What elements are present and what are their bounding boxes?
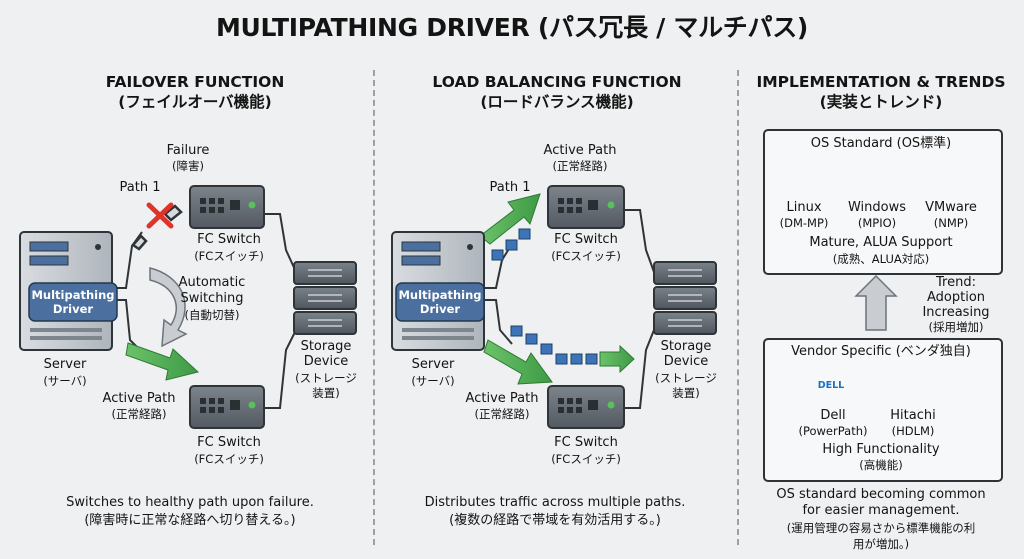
- fc-switch-label-ja: (FCスイッチ): [194, 452, 264, 466]
- load-balancing-heading-ja: (ロードバランス機能): [480, 93, 634, 111]
- trend-label-2: Adoption: [926, 290, 986, 305]
- fc-switch-icon: [189, 185, 265, 229]
- failover-heading: FAILOVER FUNCTION: [105, 73, 285, 91]
- fc-switch-label: FC Switch: [554, 435, 618, 450]
- active-path-label-ja: (正常経路): [111, 407, 167, 421]
- storage-device-icon: [293, 261, 357, 335]
- active-path-label: Active Path: [543, 143, 617, 158]
- load-balancing-caption-ja: (複数の経路で帯域を有効活用する。): [449, 513, 661, 528]
- auto-switching-label: Automatic: [178, 275, 246, 290]
- vendor-item-sub: (HDLM): [891, 424, 935, 438]
- failure-label-ja: (障害): [172, 159, 204, 173]
- load-balancing-heading: LOAD BALANCING FUNCTION: [432, 73, 682, 91]
- trend-label-ja: (採用増加): [928, 320, 984, 334]
- trends-caption-2: for easier management.: [802, 503, 960, 518]
- auto-switching-label-ja: (自動切替): [184, 308, 240, 322]
- driver-label-2: Driver: [52, 302, 94, 316]
- trends-caption-ja: (運用管理の容易さから標準機能の利: [786, 521, 976, 535]
- trends-heading: IMPLEMENTATION & TRENDS: [756, 73, 1006, 91]
- os-item-sub: (MPIO): [857, 216, 897, 230]
- os-item-name: Linux: [786, 200, 822, 215]
- storage-label: Storage: [300, 339, 352, 354]
- fc-switch-icon: [189, 385, 265, 429]
- storage-label-ja: (ストレージ: [655, 371, 717, 385]
- server-label: Server: [411, 357, 455, 372]
- os-item-name: Windows: [847, 200, 907, 215]
- multipathing-driver-box: [395, 282, 485, 322]
- server-label-ja: (サーバ): [43, 374, 87, 388]
- fc-switch-icon: [547, 385, 625, 429]
- failover-heading-ja: (フェイルオーバ機能): [118, 93, 272, 111]
- trends-caption-ja-2: 用が増加。): [852, 537, 910, 551]
- section-divider: [373, 70, 375, 545]
- fc-switch-label-ja: (FCスイッチ): [194, 249, 264, 263]
- vendor-specific-footer: High Functionality: [822, 442, 940, 457]
- active-path-label: Active Path: [102, 391, 176, 406]
- active-path-label-ja: (正常経路): [474, 407, 530, 421]
- broken-path-icon: [131, 204, 183, 251]
- os-item-sub: (NMP): [933, 216, 969, 230]
- storage-label-ja-2: 装置): [312, 386, 340, 400]
- storage-label-2: Device: [303, 354, 349, 369]
- vendor-specific-footer-ja: (高機能): [859, 458, 903, 472]
- fc-switch-label: FC Switch: [197, 232, 261, 247]
- auto-switch-arrow-icon: [149, 267, 188, 348]
- active-path-arrow-icon: [125, 342, 200, 381]
- storage-label-2: Device: [663, 354, 709, 369]
- section-divider: [737, 70, 739, 545]
- trend-label-3: Increasing: [922, 305, 990, 320]
- path1-label: Path 1: [489, 180, 531, 195]
- failure-x-icon: [146, 202, 174, 229]
- active-path-label-ja: (正常経路): [552, 159, 608, 173]
- trends-caption: OS standard becoming common: [776, 487, 986, 502]
- dell-logo-text: DELL: [817, 380, 845, 391]
- os-standard-title: OS Standard (OS標準): [810, 136, 952, 151]
- server-label: Server: [43, 357, 87, 372]
- driver-label-2: Driver: [419, 302, 461, 316]
- page-title: MULTIPATHING DRIVER (パス冗長 / マルチパス): [215, 13, 809, 42]
- os-standard-footer-ja: (成熟、ALUA対応): [832, 252, 930, 266]
- packet-arrow-icon: [599, 344, 635, 374]
- active-path-label: Active Path: [465, 391, 539, 406]
- fc-switch-label-ja: (FCスイッチ): [551, 452, 621, 466]
- storage-label-ja-2: 装置): [672, 386, 700, 400]
- failover-caption: Switches to healthy path upon failure.: [66, 495, 314, 510]
- vendor-item-sub: (PowerPath): [798, 424, 868, 438]
- os-standard-box: [763, 129, 1003, 275]
- driver-label: Multipathing: [31, 288, 115, 302]
- storage-device-icon: [653, 261, 717, 335]
- failover-caption-ja: (障害時に正常な経路へ切り替える。): [84, 513, 296, 528]
- vendor-item-name: Dell: [820, 408, 846, 423]
- trend-up-arrow-icon: [854, 274, 898, 331]
- os-standard-footer: Mature, ALUA Support: [809, 235, 953, 250]
- failure-label: Failure: [166, 143, 210, 158]
- vendor-item-name: Hitachi: [890, 408, 936, 423]
- active-path-arrow-icon: [479, 193, 541, 245]
- os-item-sub: (DM-MP): [779, 216, 829, 230]
- vendor-specific-title: Vendor Specific (ベンダ独自): [791, 344, 971, 359]
- fc-switch-icon: [547, 185, 625, 229]
- auto-switching-label-2: Switching: [180, 291, 244, 306]
- load-balancing-links: [482, 209, 655, 409]
- path1-label: Path 1: [119, 180, 161, 195]
- load-balancing-caption: Distributes traffic across multiple path…: [424, 495, 686, 510]
- os-item-name: VMware: [925, 200, 977, 215]
- storage-label-ja: (ストレージ: [295, 371, 357, 385]
- vendor-specific-box: [763, 338, 1003, 482]
- trends-heading-ja: (実装とトレンド): [819, 93, 943, 111]
- fc-switch-label-ja: (FCスイッチ): [551, 249, 621, 263]
- fc-switch-label: FC Switch: [197, 435, 261, 450]
- trend-label: Trend:: [936, 275, 976, 290]
- storage-label: Storage: [660, 339, 712, 354]
- data-packets-icon: [491, 228, 598, 365]
- driver-label: Multipathing: [398, 288, 482, 302]
- server-label-ja: (サーバ): [411, 374, 455, 388]
- fc-switch-label: FC Switch: [554, 232, 618, 247]
- active-path-arrow-icon: [483, 339, 553, 385]
- multipathing-driver-box: [28, 282, 118, 322]
